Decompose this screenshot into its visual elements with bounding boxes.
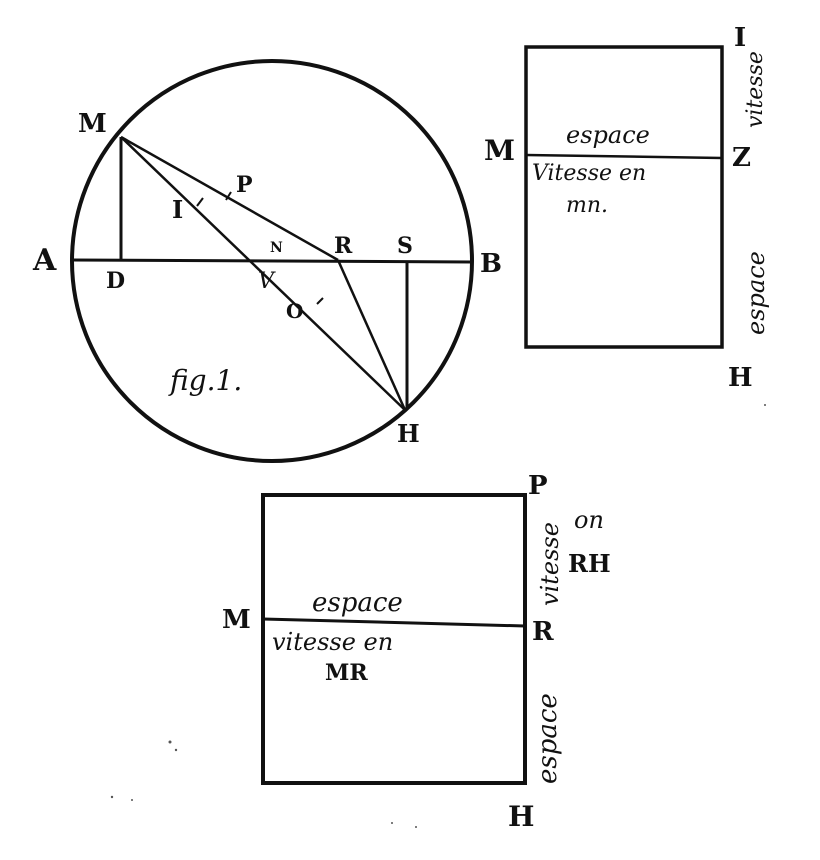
line-mh — [120, 136, 406, 411]
text-vitesse-en-3: vitesse en — [272, 628, 393, 656]
side-text-vitesse: vitesse — [743, 51, 768, 128]
label-h-bottom: H — [508, 800, 534, 833]
tick-i — [196, 197, 204, 207]
label-s: S — [397, 233, 413, 259]
label-i-corner: I — [734, 23, 746, 53]
diagram-2: I M Z H espace Vitesse en mn. vitesse es… — [484, 23, 770, 393]
label-a: A — [32, 243, 57, 278]
label-z: Z — [732, 143, 751, 173]
label-h-corner: H — [728, 363, 753, 393]
divider-2 — [525, 153, 723, 160]
scan-specks — [110, 404, 766, 828]
text-mn: mn. — [566, 193, 608, 218]
label-n: N — [270, 240, 283, 256]
text-vitesse-en: Vitesse en — [532, 161, 646, 186]
label-v: V — [258, 269, 276, 294]
side-text-rh: RH — [568, 549, 611, 578]
diagram-3: P M R H espace vitesse en MR vitesse on … — [222, 471, 611, 833]
text-espace-upper: espace — [566, 121, 650, 149]
label-r-right: R — [532, 617, 554, 647]
line-rh — [336, 259, 407, 411]
label-h: H — [397, 419, 420, 448]
side-text-on: on — [574, 506, 604, 534]
diameter-ab — [71, 258, 473, 264]
label-m-left: M — [484, 134, 515, 167]
text-espace-upper-3: espace — [312, 588, 403, 618]
side-text-espace-3: espace — [533, 693, 563, 784]
rectangle-3 — [261, 493, 527, 785]
label-o: O — [286, 299, 303, 323]
label-b: B — [480, 249, 502, 279]
divider-3 — [262, 617, 526, 628]
rectangle-2 — [524, 45, 724, 349]
side-text-espace: espace — [742, 251, 770, 335]
label-i: I — [172, 195, 183, 224]
line-mr — [120, 135, 339, 262]
label-m-left-3: M — [222, 605, 251, 635]
tick-o — [316, 297, 324, 305]
label-p-corner: P — [528, 471, 548, 501]
figure-caption: fig.1. — [168, 364, 242, 397]
side-text-vitesse-3: vitesse — [536, 522, 564, 606]
label-r: R — [334, 233, 353, 259]
text-mr: MR — [325, 660, 368, 686]
figure-1: M A B D N V R S H I P O fig.1. — [32, 59, 502, 463]
label-m: M — [78, 109, 107, 139]
tick-p — [225, 191, 232, 201]
label-d: D — [106, 268, 125, 294]
label-p: P — [236, 172, 253, 198]
